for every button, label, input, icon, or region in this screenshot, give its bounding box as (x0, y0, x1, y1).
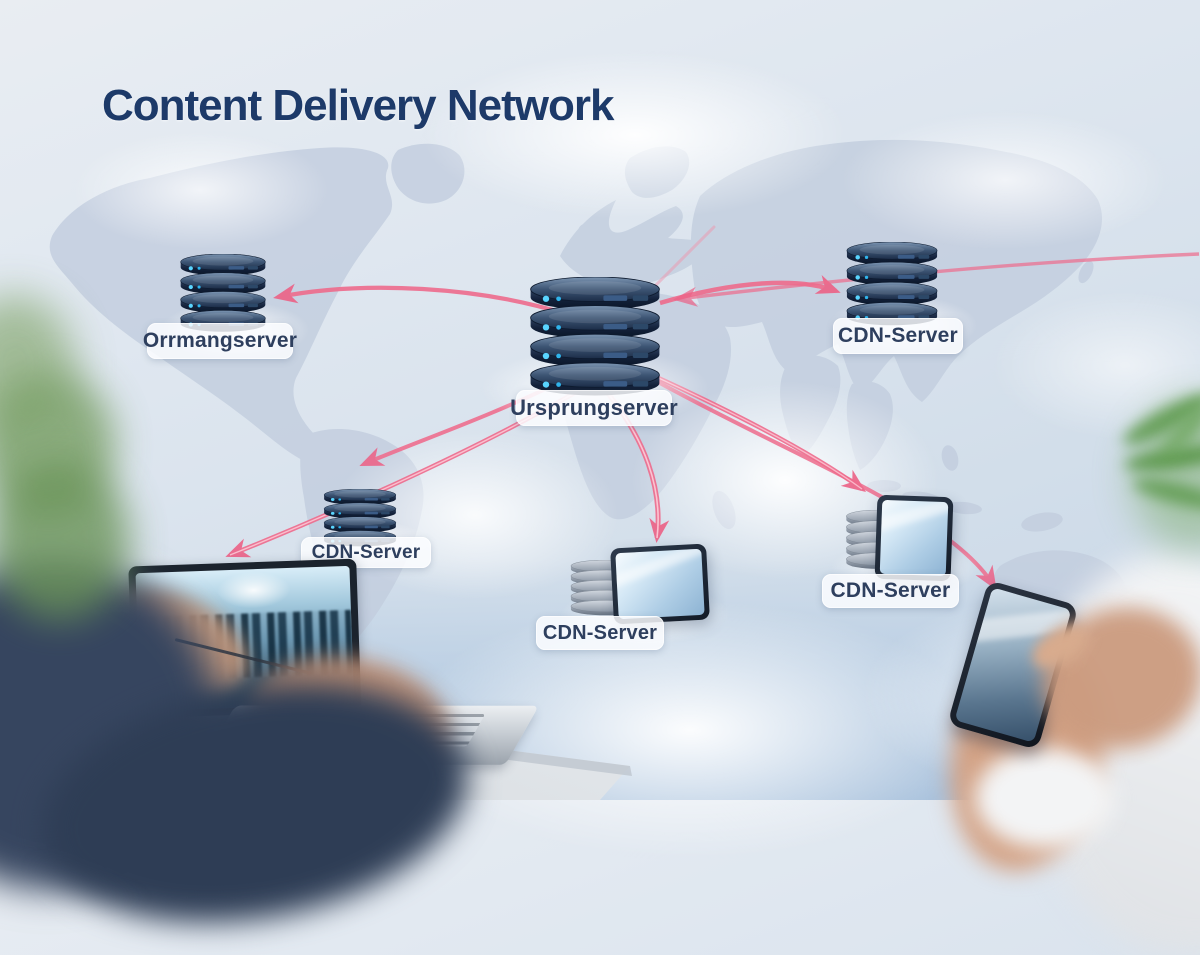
label-edge-server-ne-text: CDN-Server (838, 324, 958, 347)
label-origin-server: Ursprungserver (510, 390, 678, 426)
label-edge-server-e-text: CDN-Server (830, 579, 951, 602)
arrow-origin-to-nw (273, 283, 567, 317)
laptop-keyboard (251, 713, 486, 747)
laptop-screen-content (135, 565, 355, 712)
label-edge-server-s-text: CDN-Server (542, 621, 658, 644)
label-edge-server-ne: CDN-Server (833, 318, 963, 354)
laptop-base (201, 705, 539, 765)
tablet-e-icon (874, 494, 954, 582)
map-new-guinea (1021, 512, 1063, 532)
map-uk (577, 224, 595, 248)
page-title: Content Delivery Network (102, 81, 614, 131)
map-europe (560, 200, 710, 287)
label-edge-server-nw: Orrmangserver (143, 323, 297, 359)
laptop (114, 543, 539, 797)
label-edge-server-s: CDN-Server (536, 616, 664, 650)
label-edge-server-e: CDN-Server (822, 574, 959, 608)
label-origin-server-text: Ursprungserver (510, 395, 678, 420)
tablet-s-icon (610, 543, 710, 625)
cdn-illustration: { "title": "Content Delivery Network", "… (0, 0, 1200, 800)
label-edge-server-nw-text: Orrmangserver (142, 329, 298, 352)
line-inbound-steep (650, 225, 716, 291)
origin-server-icon (525, 277, 665, 405)
laptop-screen (128, 558, 362, 719)
